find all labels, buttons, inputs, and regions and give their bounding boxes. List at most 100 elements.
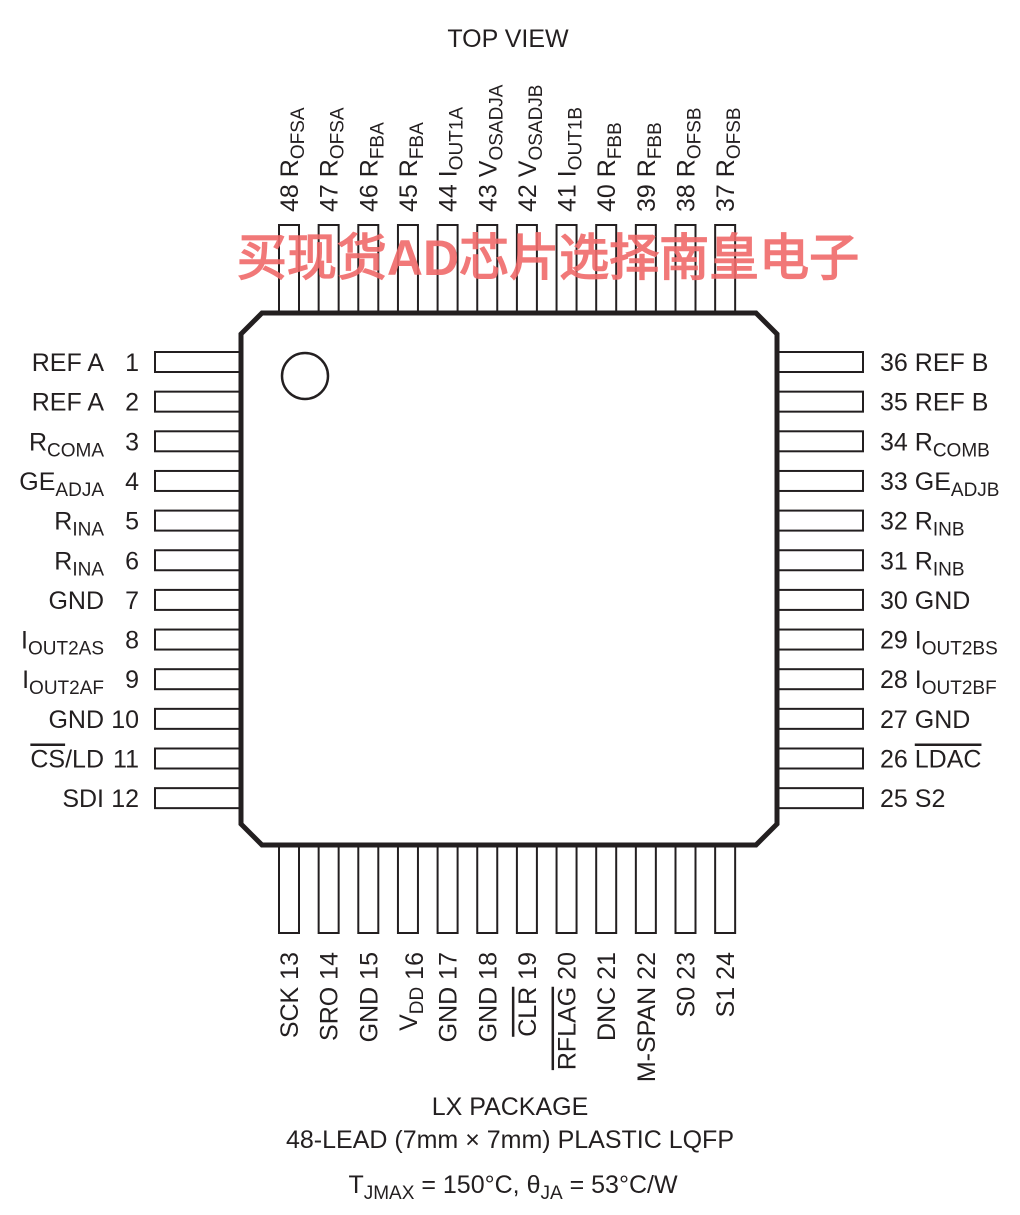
pin-name: R <box>593 159 621 177</box>
pin-label-22: M-SPAN 22 <box>633 952 661 1082</box>
pin-label-18: GND 18 <box>474 952 502 1042</box>
pin-lead-3 <box>154 430 242 453</box>
pin-name: CLR <box>514 987 542 1037</box>
pin-name-subscript: INB <box>933 559 965 580</box>
pin-lead-23 <box>674 844 697 934</box>
pin-name: REF B <box>915 349 989 377</box>
pin-label-46: 46 RFBA <box>355 122 388 212</box>
pin-label-8: IOUT2AS <box>21 627 104 660</box>
pin-lead-8 <box>154 628 242 651</box>
pin-number: 22 <box>633 952 661 980</box>
thermal-spec: TJMAX = 150°C, θJA = 53°C/W <box>348 1171 678 1204</box>
pin-lead-5 <box>154 509 242 532</box>
pin-label-25: 25 S2 <box>880 785 945 813</box>
pin-lead-16 <box>396 844 419 934</box>
pin-label-9: IOUT2AF <box>22 666 104 699</box>
pin-label-14: SRO 14 <box>316 952 344 1041</box>
pin1-marker-dot <box>280 351 330 401</box>
pin-name-subscript: OUT2AF <box>29 678 104 699</box>
pin-lead-13 <box>278 844 300 934</box>
pin-number-1: 1 <box>125 349 139 377</box>
pin-name-subscript: COMA <box>47 440 104 461</box>
pin-label-45: 45 RFBA <box>395 122 428 212</box>
pin-number: 35 <box>880 389 908 417</box>
pin-name: GND <box>48 706 104 734</box>
pin-number: 23 <box>673 952 701 980</box>
pin-name-subscript: OFSB <box>724 107 745 159</box>
pin-label-11: CS/LD <box>30 746 104 774</box>
pin-number-7: 7 <box>125 587 139 615</box>
pin-name: M-SPAN <box>633 987 661 1082</box>
pin-label-1: REF A <box>32 349 105 377</box>
pin-lead-31 <box>776 549 864 572</box>
pin-name-subscript: OSADJA <box>486 84 507 160</box>
pin-lead-6 <box>154 549 242 572</box>
pin-number-9: 9 <box>125 666 139 694</box>
pin-label-27: 27 GND <box>880 706 970 734</box>
pin-lead-14 <box>317 844 340 934</box>
pin-lead-4 <box>154 469 242 492</box>
pin-number: 33 <box>880 468 908 496</box>
pin-lead-24 <box>714 844 737 934</box>
pin-lead-19 <box>515 844 538 934</box>
pin-number-12: 12 <box>111 785 139 813</box>
pin-name: R <box>915 547 933 575</box>
pin-name: R <box>673 159 701 177</box>
theta-value: = 53°C/W <box>563 1171 678 1199</box>
pin-number: 44 <box>435 184 463 212</box>
pin-lead-10 <box>154 707 242 730</box>
pin-number-8: 8 <box>125 627 139 655</box>
tjmax-sub: JMAX <box>364 1183 415 1204</box>
tjmax-symbol: T <box>348 1171 363 1199</box>
pin-label-44: 44 IOUT1A <box>435 107 468 212</box>
pin-number: 26 <box>880 746 908 774</box>
pin-name: R <box>29 428 47 456</box>
pin-label-42: 42 VOSADJB <box>514 85 547 212</box>
pin-lead-22 <box>634 844 657 934</box>
pin-name: R <box>633 159 661 177</box>
pin-name: REF A <box>32 349 105 377</box>
pin-label-13: SCK 13 <box>276 952 304 1038</box>
pin-number-5: 5 <box>125 508 139 536</box>
pin-label-16: VDD 16 <box>395 952 429 1031</box>
pin-label-29: 29 IOUT2BS <box>880 627 998 660</box>
package-description: 48-LEAD (7mm × 7mm) PLASTIC LQFP <box>286 1126 734 1154</box>
pin-name: REF A <box>32 389 105 417</box>
pin-name: V <box>474 160 502 177</box>
pin-label-17: GND 17 <box>435 952 463 1042</box>
pin-lead-11 <box>154 747 242 770</box>
pin-name: I <box>21 627 28 655</box>
pin-name-subscript: OUT2BS <box>922 639 998 660</box>
pin-name-subscript: OFSB <box>685 107 706 159</box>
pin-name: GND <box>915 587 971 615</box>
pin-number: 27 <box>880 706 908 734</box>
pin-number-2: 2 <box>125 389 139 417</box>
pin-name: I <box>915 627 922 655</box>
pin-lead-7 <box>154 588 242 611</box>
pin-lead-20 <box>555 844 578 934</box>
pin-label-4: GEADJA <box>19 468 104 501</box>
pin-lead-15 <box>357 844 380 934</box>
pin-name: S2 <box>915 785 946 813</box>
pin-name: REF B <box>915 389 989 417</box>
pin-name-subscript: OFSA <box>328 107 349 159</box>
pin-name: GND <box>48 587 104 615</box>
pin-lead-2 <box>154 390 242 413</box>
pin-label-47: 47 ROFSA <box>316 107 349 212</box>
pin-lead-28 <box>776 668 864 691</box>
pin-name: GE <box>915 468 951 496</box>
pin-name: R <box>712 159 740 177</box>
pin-lead-29 <box>776 628 864 651</box>
pin-lead-36 <box>776 351 864 373</box>
pin-number: 19 <box>514 952 542 980</box>
pin-lead-30 <box>776 588 864 611</box>
pin-label-30: 30 GND <box>880 587 970 615</box>
pin-name-subscript: COMB <box>933 440 990 461</box>
pin-lead-33 <box>776 469 864 492</box>
package-name: LX PACKAGE <box>432 1093 589 1121</box>
pin-lead-21 <box>595 844 618 934</box>
pin-label-33: 33 GEADJB <box>880 468 999 501</box>
pin-number: 31 <box>880 547 908 575</box>
